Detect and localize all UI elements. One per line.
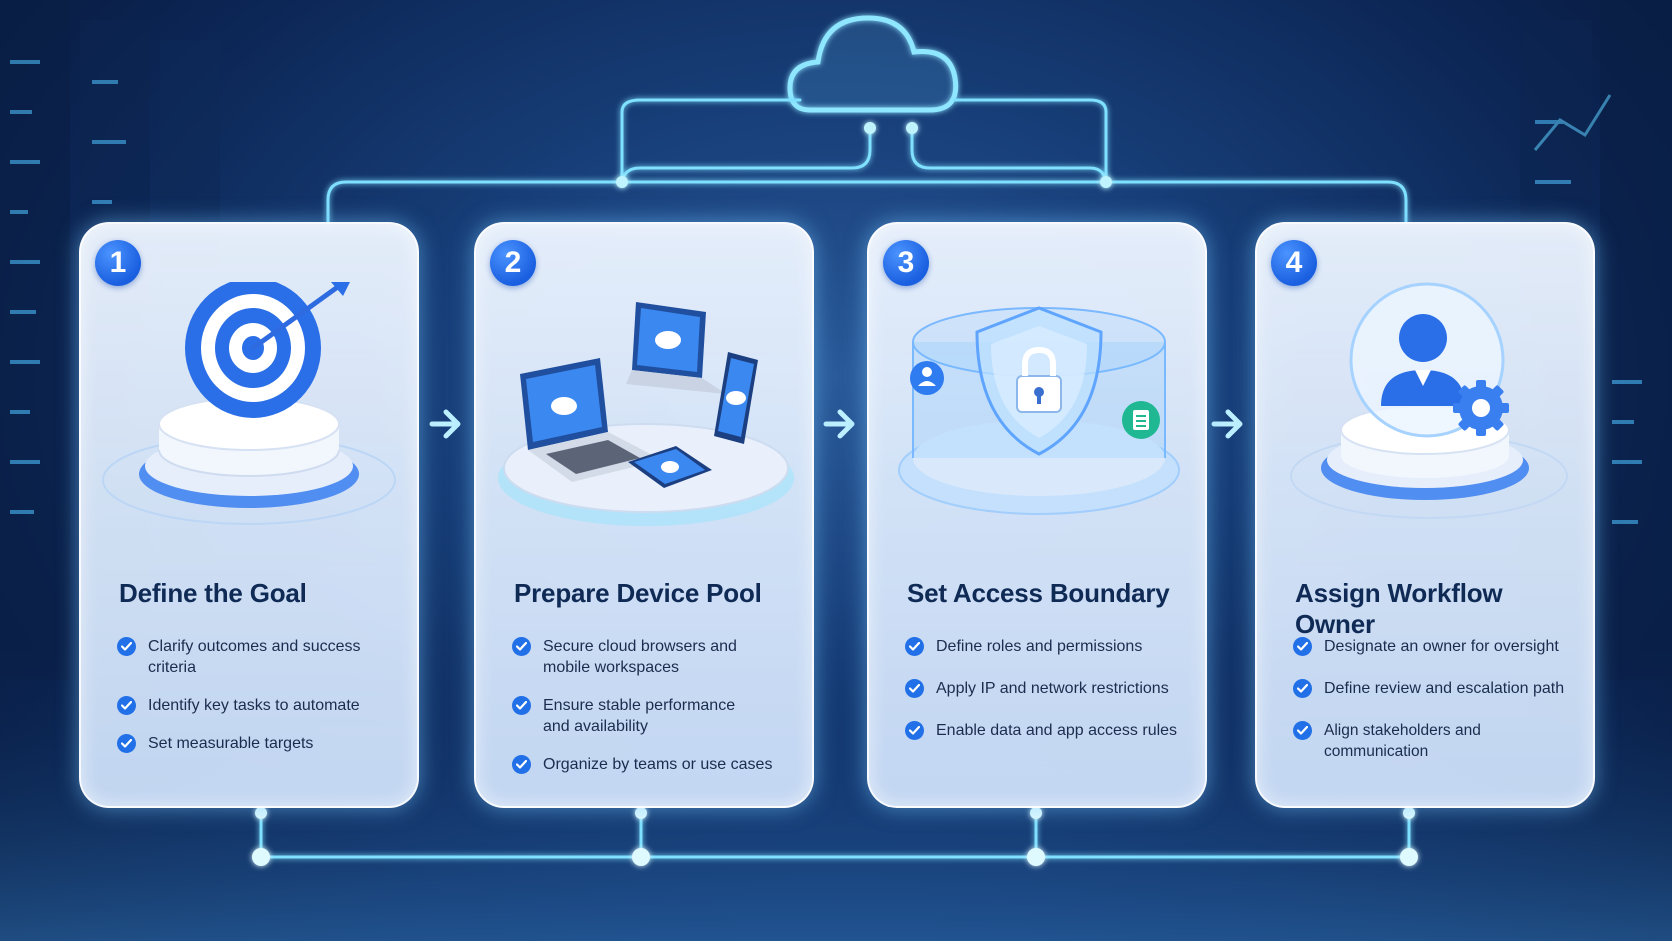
list-item: Identify key tasks to automate bbox=[117, 695, 409, 716]
check-icon bbox=[905, 637, 924, 656]
list-item-text: Apply IP and network restrictions bbox=[936, 680, 1169, 697]
devices-icon bbox=[498, 302, 794, 526]
list-item: Designate an owner for oversight bbox=[1293, 636, 1585, 657]
list-item-text: Designate an owner for oversight bbox=[1324, 638, 1559, 655]
step-checklist: Designate an owner for oversight Define … bbox=[1293, 636, 1585, 783]
step-title: Prepare Device Pool bbox=[514, 578, 762, 608]
step-checklist: Clarify outcomes and success criteria Id… bbox=[117, 636, 409, 771]
step-card-4: 4 Assign Workflow Owner bbox=[1255, 222, 1595, 808]
list-item-text: Define roles and permissions bbox=[936, 638, 1143, 655]
list-item: Organize by teams or use cases bbox=[512, 754, 804, 775]
step-title: Define the Goal bbox=[119, 578, 307, 608]
step-number-badge: 4 bbox=[1271, 240, 1317, 286]
target-icon bbox=[102, 282, 396, 525]
list-item-text: Clarify outcomes and success criteria bbox=[148, 638, 361, 676]
check-icon bbox=[512, 637, 531, 656]
step-card-3: 3 Set Access Boundary Define roles and p… bbox=[867, 222, 1207, 808]
check-icon bbox=[117, 734, 136, 753]
arrow-right-icon bbox=[1211, 409, 1243, 439]
list-item: Define review and escalation path bbox=[1293, 678, 1585, 699]
check-icon bbox=[512, 696, 531, 715]
list-item: Align stakeholders and communication bbox=[1293, 720, 1585, 762]
list-item: Ensure stable performance and availabili… bbox=[512, 695, 804, 737]
step-checklist: Define roles and permissions Apply IP an… bbox=[905, 636, 1197, 762]
step-checklist: Secure cloud browsers and mobile workspa… bbox=[512, 636, 804, 792]
list-item-text: Align stakeholders and communication bbox=[1324, 722, 1481, 760]
step-title: Assign Workflow Owner bbox=[1295, 578, 1503, 639]
step-card-2: 2 Prepare Device Pool Secure cloud brows… bbox=[474, 222, 814, 808]
step-title: Set Access Boundary bbox=[907, 578, 1170, 608]
list-item-text: Ensure stable performance and availabili… bbox=[543, 697, 736, 735]
check-icon bbox=[905, 721, 924, 740]
list-item: Define roles and permissions bbox=[905, 636, 1197, 657]
check-icon bbox=[117, 637, 136, 656]
step-card-1: 1 Define the Goal Clarify outcomes and s… bbox=[79, 222, 419, 808]
arrow-right-icon bbox=[823, 409, 855, 439]
cloud-icon bbox=[787, 15, 959, 113]
list-item: Secure cloud browsers and mobile workspa… bbox=[512, 636, 804, 678]
list-item-text: Set measurable targets bbox=[148, 735, 314, 752]
list-item-text: Enable data and app access rules bbox=[936, 722, 1178, 739]
check-icon bbox=[905, 679, 924, 698]
step-number-badge: 1 bbox=[95, 240, 141, 286]
list-item-text: Define review and escalation path bbox=[1324, 680, 1565, 697]
list-item: Set measurable targets bbox=[117, 733, 409, 754]
list-item: Clarify outcomes and success criteria bbox=[117, 636, 409, 678]
list-item: Apply IP and network restrictions bbox=[905, 678, 1197, 699]
list-item: Enable data and app access rules bbox=[905, 720, 1197, 741]
check-icon bbox=[1293, 721, 1312, 740]
top-connectors bbox=[326, 98, 1408, 224]
check-icon bbox=[1293, 679, 1312, 698]
check-icon bbox=[1293, 637, 1312, 656]
arrow-right-icon bbox=[429, 409, 461, 439]
list-item-text: Secure cloud browsers and mobile workspa… bbox=[543, 638, 737, 676]
list-item-text: Organize by teams or use cases bbox=[543, 756, 773, 773]
check-icon bbox=[117, 696, 136, 715]
check-icon bbox=[512, 755, 531, 774]
user-gear-icon bbox=[1290, 282, 1568, 519]
step-number-badge: 2 bbox=[490, 240, 536, 286]
list-item-text: Identify key tasks to automate bbox=[148, 697, 360, 714]
shield-lock-icon bbox=[898, 306, 1180, 515]
step-number-badge: 3 bbox=[883, 240, 929, 286]
